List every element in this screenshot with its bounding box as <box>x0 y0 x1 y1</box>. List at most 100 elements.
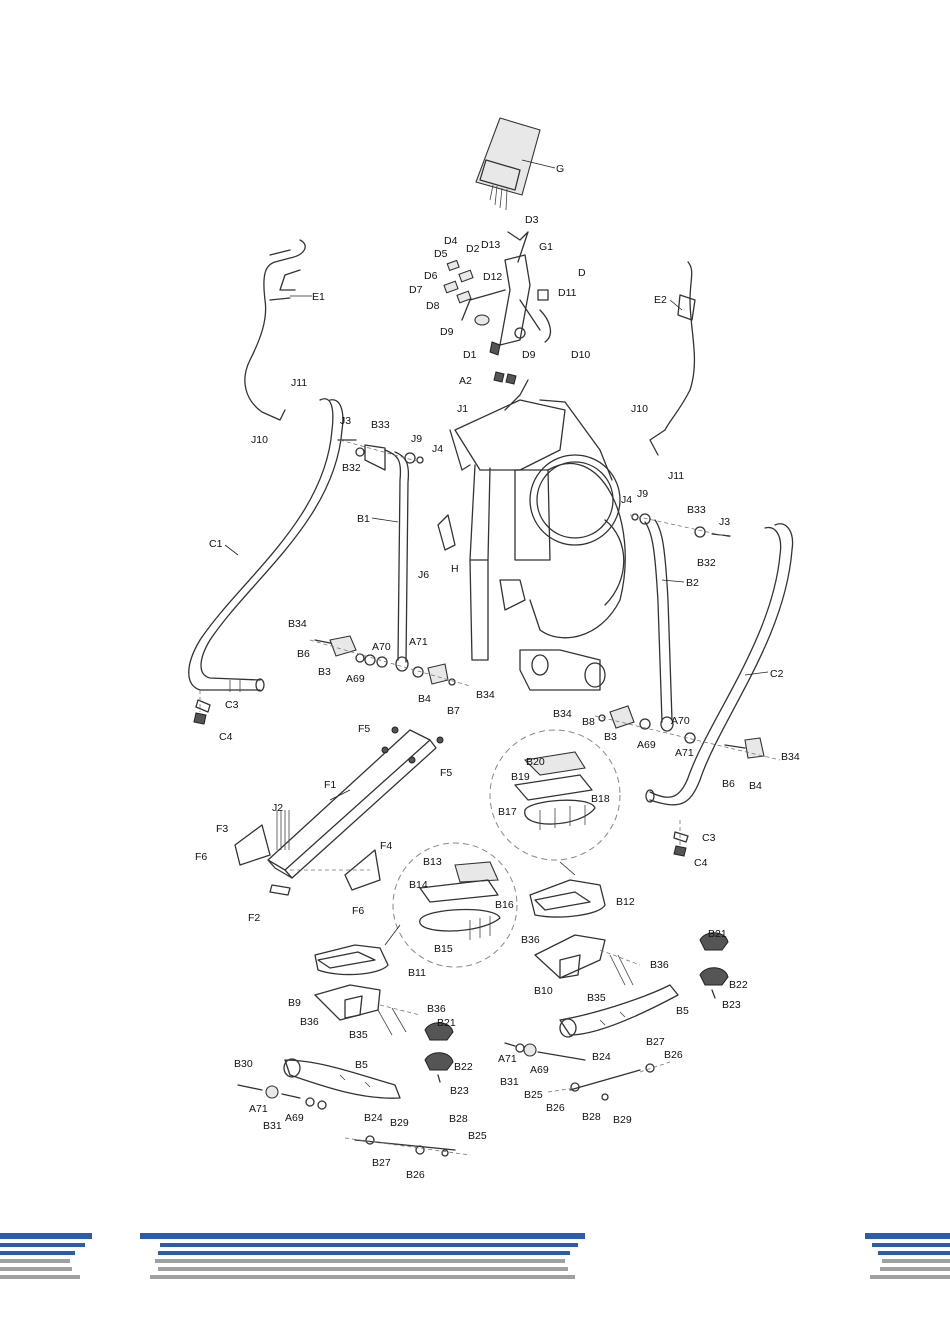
label-b3-b: B3 <box>604 731 617 743</box>
rail-f1 <box>267 726 444 879</box>
link-b2 <box>644 519 685 732</box>
label-b26-b: B26 <box>546 1102 565 1114</box>
label-b19: B19 <box>511 771 530 783</box>
label-b6-a: B6 <box>297 648 310 660</box>
label-b22-a: B22 <box>729 979 748 991</box>
label-j11-b: J11 <box>668 470 684 482</box>
label-d12: D12 <box>483 271 502 283</box>
bracket-b9 <box>314 984 421 1036</box>
hardware-upper-right <box>629 513 731 538</box>
label-b4-a: B4 <box>418 693 431 705</box>
label-c3-a: C3 <box>225 699 239 711</box>
label-j3-a: J3 <box>340 415 351 427</box>
label-a71-b: A71 <box>675 747 694 759</box>
label-b26-c: B26 <box>406 1169 425 1181</box>
label-b10: B10 <box>534 985 553 997</box>
label-b8: B8 <box>582 716 595 728</box>
label-b13: B13 <box>423 856 442 868</box>
label-c1: C1 <box>209 538 223 550</box>
label-b14: B14 <box>409 879 428 891</box>
label-b31-a: B31 <box>500 1076 519 1088</box>
label-b2: B2 <box>686 577 699 589</box>
label-b24-b: B24 <box>364 1112 383 1124</box>
label-f5-b: F5 <box>440 767 452 779</box>
label-b33-b: B33 <box>687 504 706 516</box>
label-a71-c: A71 <box>498 1053 517 1065</box>
label-j11-a: J11 <box>291 377 307 389</box>
label-f4: F4 <box>380 840 392 852</box>
label-b36-d: B36 <box>427 1003 446 1015</box>
label-b35-a: B35 <box>587 992 606 1004</box>
label-b35-b: B35 <box>349 1029 368 1041</box>
label-b36-b: B36 <box>650 959 669 971</box>
label-b21-b: B21 <box>437 1017 456 1029</box>
label-a69-a: A69 <box>346 673 365 685</box>
footer-segment-middle <box>140 1233 585 1279</box>
hardware-mid-right <box>594 705 781 761</box>
label-b29-a: B29 <box>613 1114 632 1126</box>
label-f6-a: F6 <box>195 851 207 863</box>
label-a69-d: A69 <box>285 1112 304 1124</box>
label-b7: B7 <box>447 705 460 717</box>
label-f3: F3 <box>216 823 228 835</box>
label-b29-b: B29 <box>390 1117 409 1129</box>
label-b25-b: B25 <box>468 1130 487 1142</box>
label-c4-b: C4 <box>694 857 708 869</box>
footer-segment-left <box>0 1233 92 1279</box>
label-d9-b: D9 <box>522 349 536 361</box>
label-b26-a: B26 <box>664 1049 683 1061</box>
label-b18: B18 <box>591 793 610 805</box>
label-j4-b: J4 <box>621 494 632 506</box>
label-b11: B11 <box>408 967 426 979</box>
label-d13: D13 <box>481 239 500 251</box>
label-b5-a: B5 <box>676 1005 689 1017</box>
label-b4-b: B4 <box>749 780 762 792</box>
label-c3-b: C3 <box>702 832 716 844</box>
label-d4: D4 <box>444 235 458 247</box>
label-c4-a: C4 <box>219 731 233 743</box>
label-d11: D11 <box>558 287 577 299</box>
label-b6-b: B6 <box>722 778 735 790</box>
axle-right <box>504 1042 671 1101</box>
hardware-mid-left <box>309 635 471 687</box>
label-j6: J6 <box>418 569 429 581</box>
label-b21-a: B21 <box>708 928 727 940</box>
label-j4-a: J4 <box>432 443 443 455</box>
detail-circle-right <box>489 729 621 861</box>
label-b15: B15 <box>434 943 453 955</box>
label-e2: E2 <box>654 294 667 306</box>
rollers-lower <box>424 1022 454 1083</box>
label-d: D <box>578 267 586 279</box>
rollers-upper <box>699 932 729 999</box>
label-b1: B1 <box>357 513 370 525</box>
label-b34-d: B34 <box>781 751 800 763</box>
label-b20: B20 <box>526 756 545 768</box>
label-h: H <box>451 563 459 575</box>
label-d10: D10 <box>571 349 590 361</box>
label-f2: F2 <box>248 912 260 924</box>
label-a70-b: A70 <box>671 715 690 727</box>
label-a71-a: A71 <box>409 636 428 648</box>
label-b30: B30 <box>234 1058 253 1070</box>
console-g <box>475 117 556 211</box>
label-a70-a: A70 <box>372 641 391 653</box>
arm-c1 <box>188 398 344 692</box>
label-b32-a: B32 <box>342 462 361 474</box>
footer-segment-right <box>865 1233 950 1279</box>
label-c2: C2 <box>770 668 784 680</box>
label-b27-b: B27 <box>372 1157 391 1169</box>
label-d1: D1 <box>463 349 477 361</box>
label-j10-a: J10 <box>251 434 268 446</box>
label-d7: D7 <box>409 284 423 296</box>
label-b9: B9 <box>288 997 301 1009</box>
label-b27-a: B27 <box>646 1036 665 1048</box>
label-a69-c: A69 <box>530 1064 549 1076</box>
end-caps-f3-f4 <box>234 810 381 896</box>
label-d6: D6 <box>424 270 438 282</box>
label-b28-a: B28 <box>582 1111 601 1123</box>
label-j1: J1 <box>457 403 468 415</box>
pedal-detail-right <box>514 751 596 830</box>
label-d5: D5 <box>434 248 448 260</box>
label-b32-b: B32 <box>697 557 716 569</box>
label-b23-b: B23 <box>450 1085 469 1097</box>
